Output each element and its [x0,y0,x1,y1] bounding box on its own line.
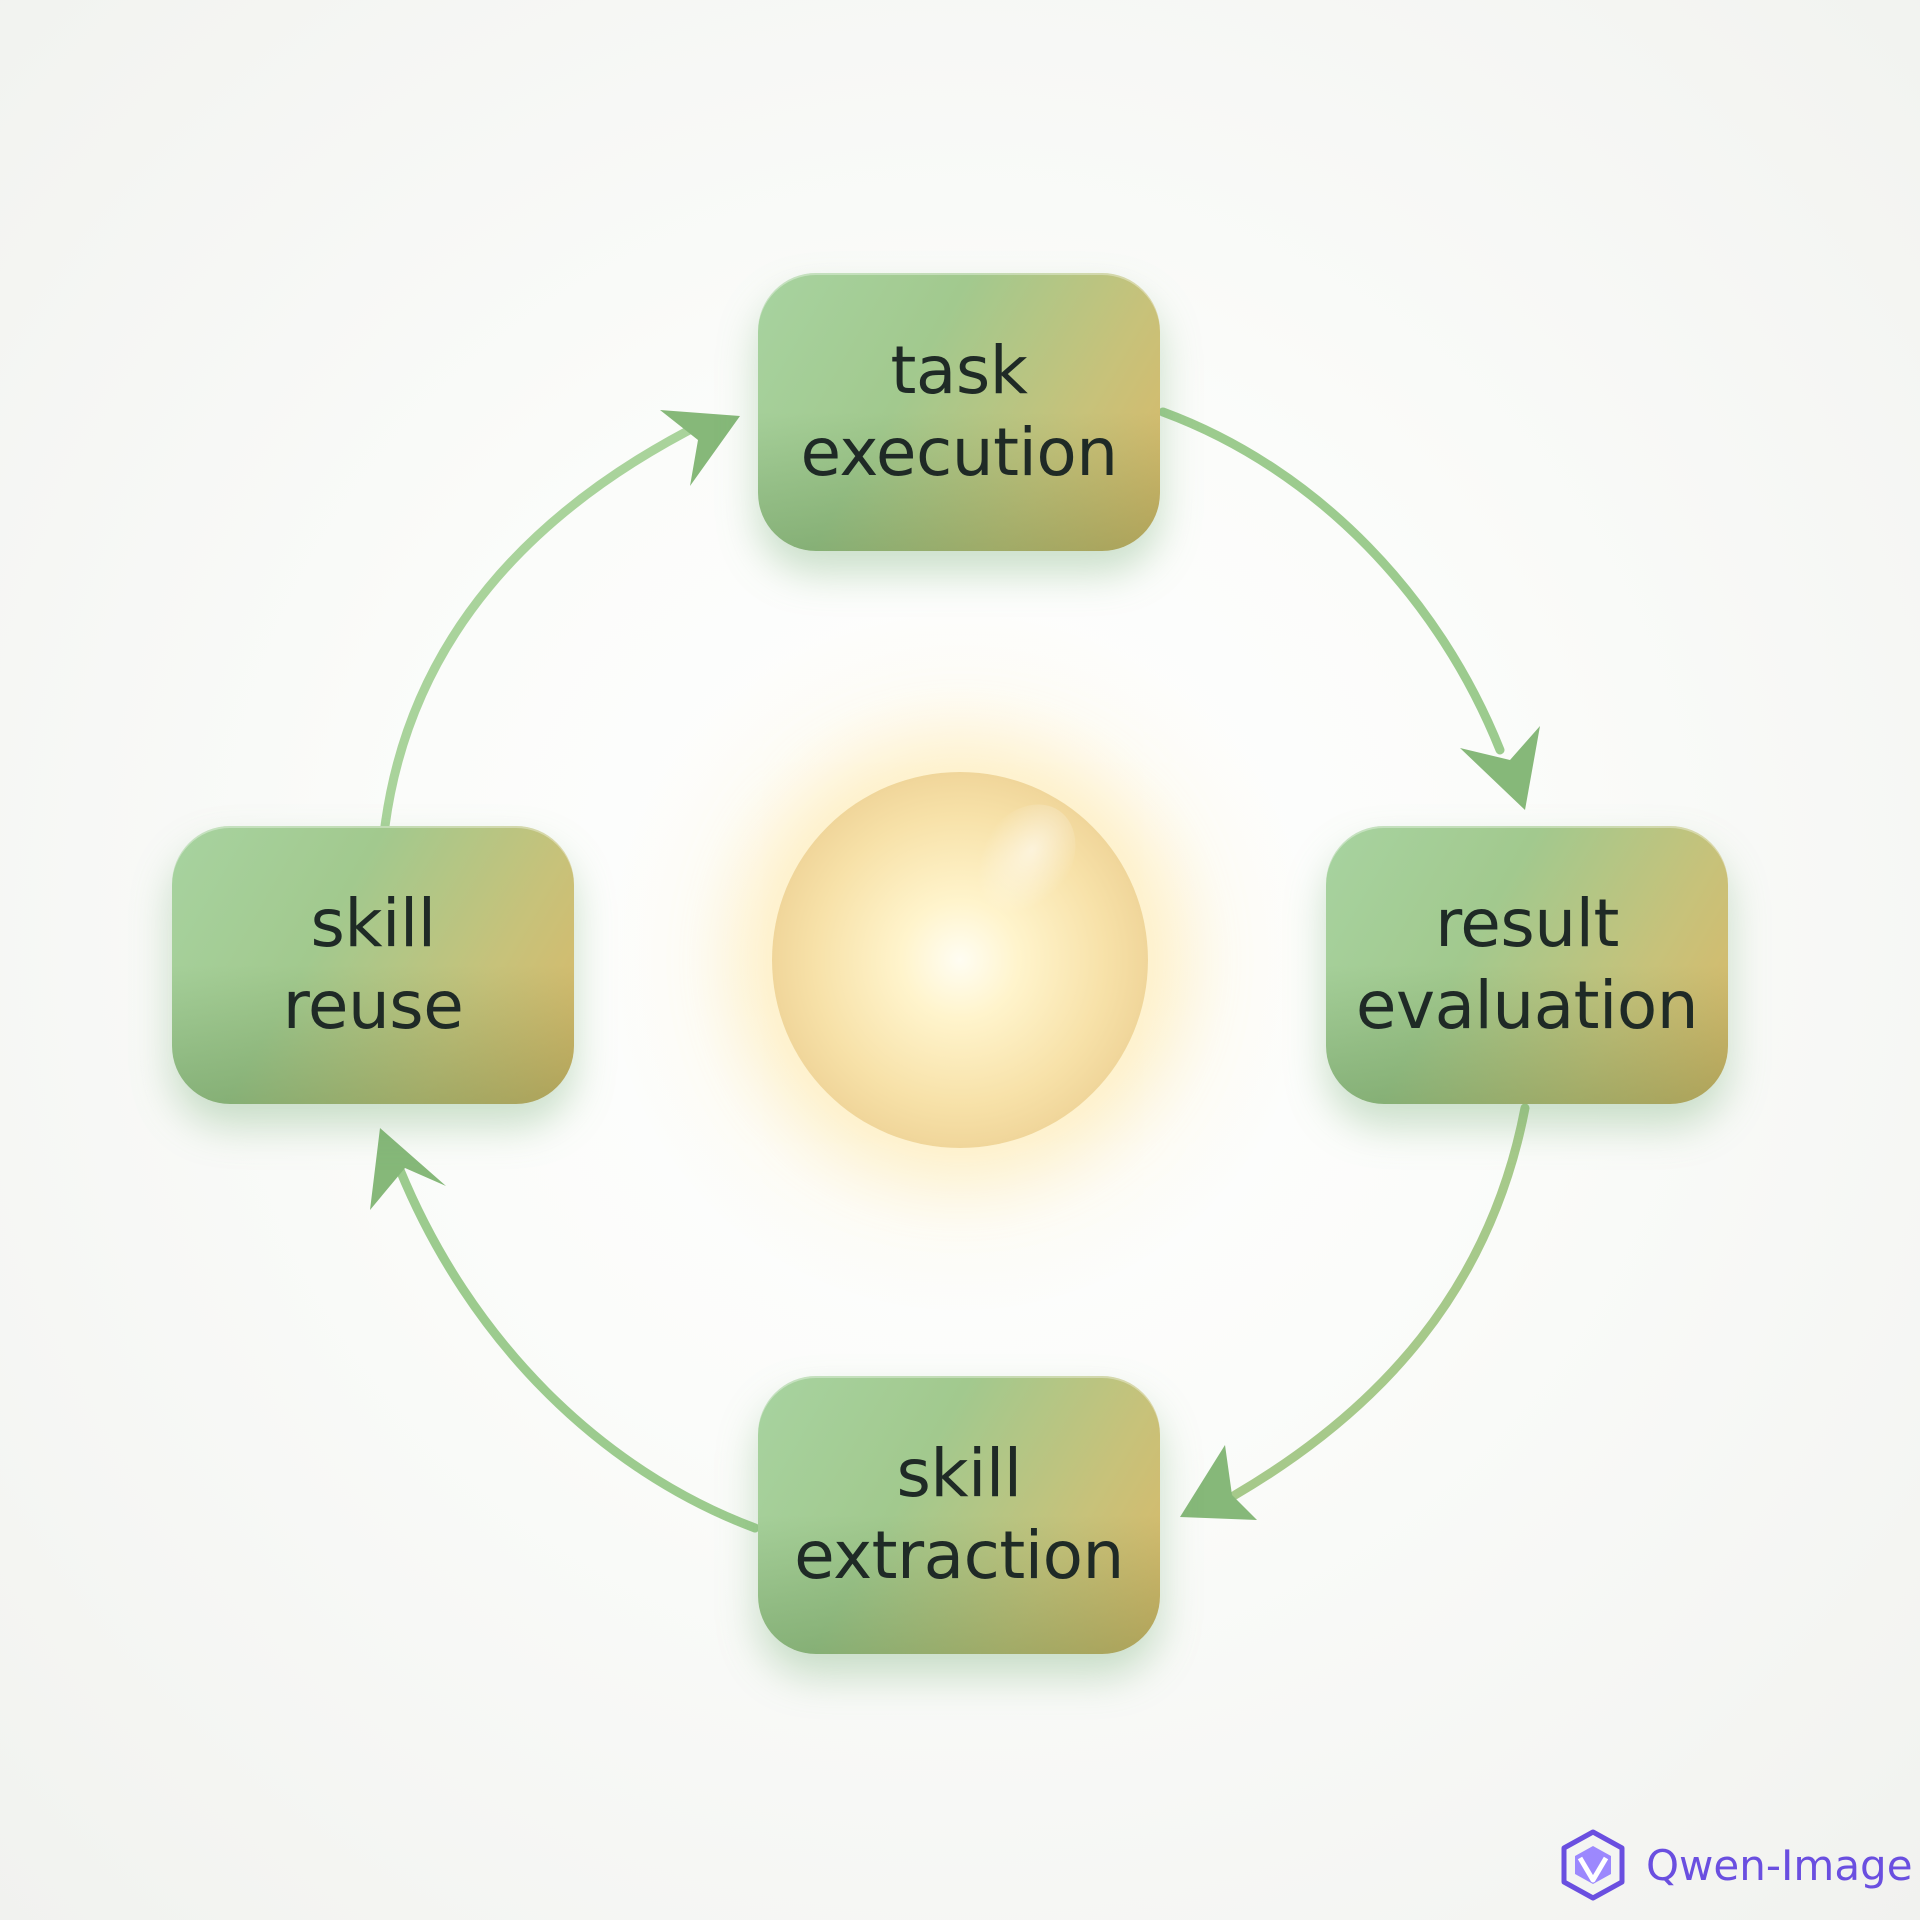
watermark-text: Qwen-Image [1646,1840,1913,1890]
node-label-line2: extraction [794,1517,1124,1594]
arrow-extraction-to-reuse [370,1128,760,1533]
node-skill-extraction: skill extraction [758,1376,1160,1654]
node-label-line2: execution [800,414,1118,491]
node-label-line2: reuse [282,967,464,1044]
node-label-line1: skill [310,885,436,962]
arrow-task-to-result [1158,407,1540,810]
watermark: Qwen-Image [1556,1828,1913,1902]
node-skill-reuse: skill reuse [172,826,574,1104]
node-label-line1: skill [896,1435,1022,1512]
node-label-line2: evaluation [1355,967,1699,1044]
node-task-execution: task execution [758,273,1160,551]
glowing-orb-icon [772,772,1148,1148]
node-label-line1: task [890,332,1028,409]
arrow-result-to-extraction [1180,1103,1530,1520]
node-result-evaluation: result evaluation [1326,826,1728,1104]
arrow-reuse-to-task [380,410,740,831]
qwen-logo-icon [1561,1829,1625,1901]
node-label-line1: result [1435,885,1619,962]
